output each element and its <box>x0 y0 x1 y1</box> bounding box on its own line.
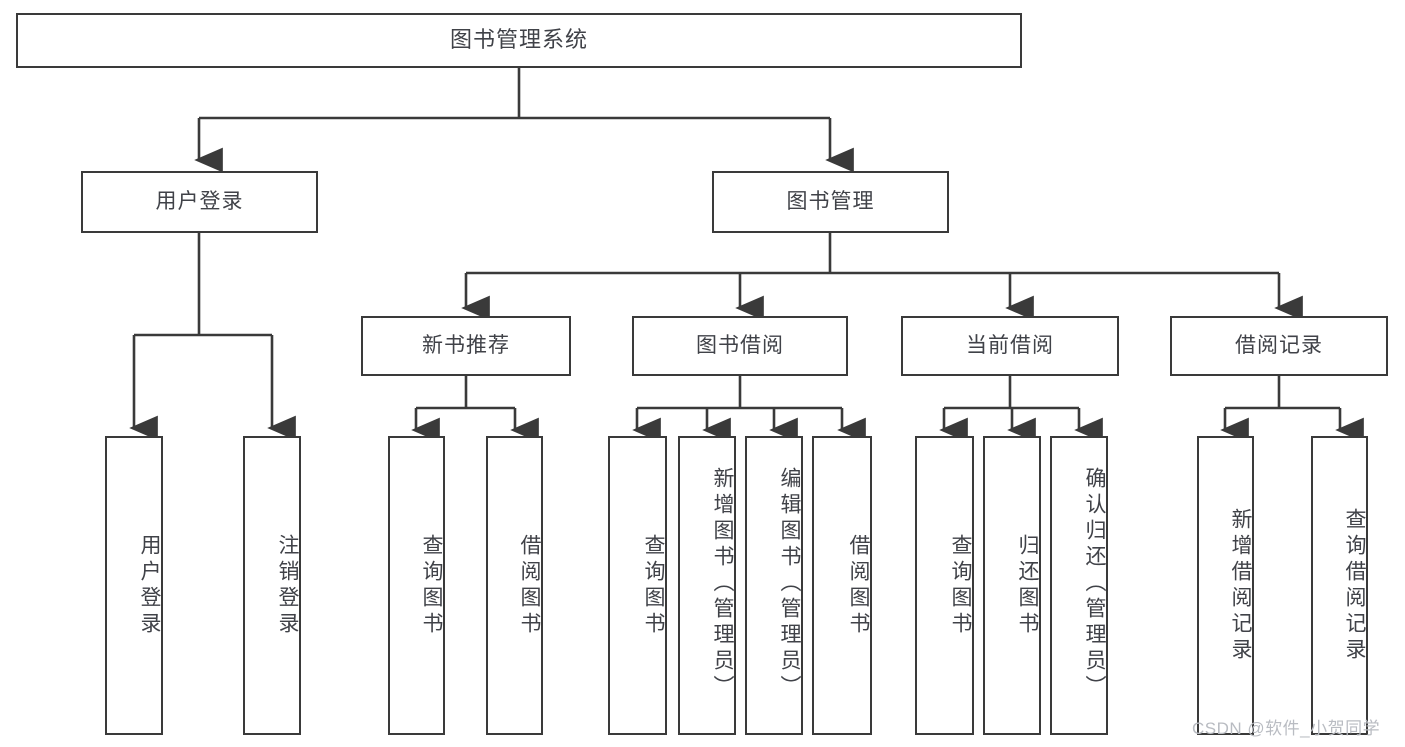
leaf-user-login[interactable]: 用户登录 <box>105 436 163 735</box>
leaf-borrow-book-recommend[interactable]: 借阅图书 <box>486 436 543 735</box>
node-book-borrow[interactable]: 图书借阅 <box>632 316 848 376</box>
leaf-confirm-return-admin[interactable]: 确认归还（管理员） <box>1050 436 1108 735</box>
leaf-add-book-admin[interactable]: 新增图书（管理员） <box>678 436 736 735</box>
node-user-login[interactable]: 用户登录 <box>81 171 318 233</box>
leaf-logout[interactable]: 注销登录 <box>243 436 301 735</box>
node-borrow-record[interactable]: 借阅记录 <box>1170 316 1388 376</box>
leaf-add-borrow-record[interactable]: 新增借阅记录 <box>1197 436 1254 735</box>
node-new-book-recommend[interactable]: 新书推荐 <box>361 316 571 376</box>
leaf-query-book-recommend[interactable]: 查询图书 <box>388 436 445 735</box>
node-root-library-system[interactable]: 图书管理系统 <box>16 13 1022 68</box>
node-book-management[interactable]: 图书管理 <box>712 171 949 233</box>
node-current-borrow[interactable]: 当前借阅 <box>901 316 1119 376</box>
leaf-query-book-borrow[interactable]: 查询图书 <box>608 436 667 735</box>
leaf-borrow-book[interactable]: 借阅图书 <box>812 436 872 735</box>
leaf-return-book[interactable]: 归还图书 <box>983 436 1041 735</box>
leaf-edit-book-admin[interactable]: 编辑图书（管理员） <box>745 436 803 735</box>
csdn-watermark: CSDN @软件_小贺同学 <box>1192 719 1381 738</box>
leaf-query-borrow-record[interactable]: 查询借阅记录 <box>1311 436 1368 735</box>
leaf-query-book-current[interactable]: 查询图书 <box>915 436 974 735</box>
